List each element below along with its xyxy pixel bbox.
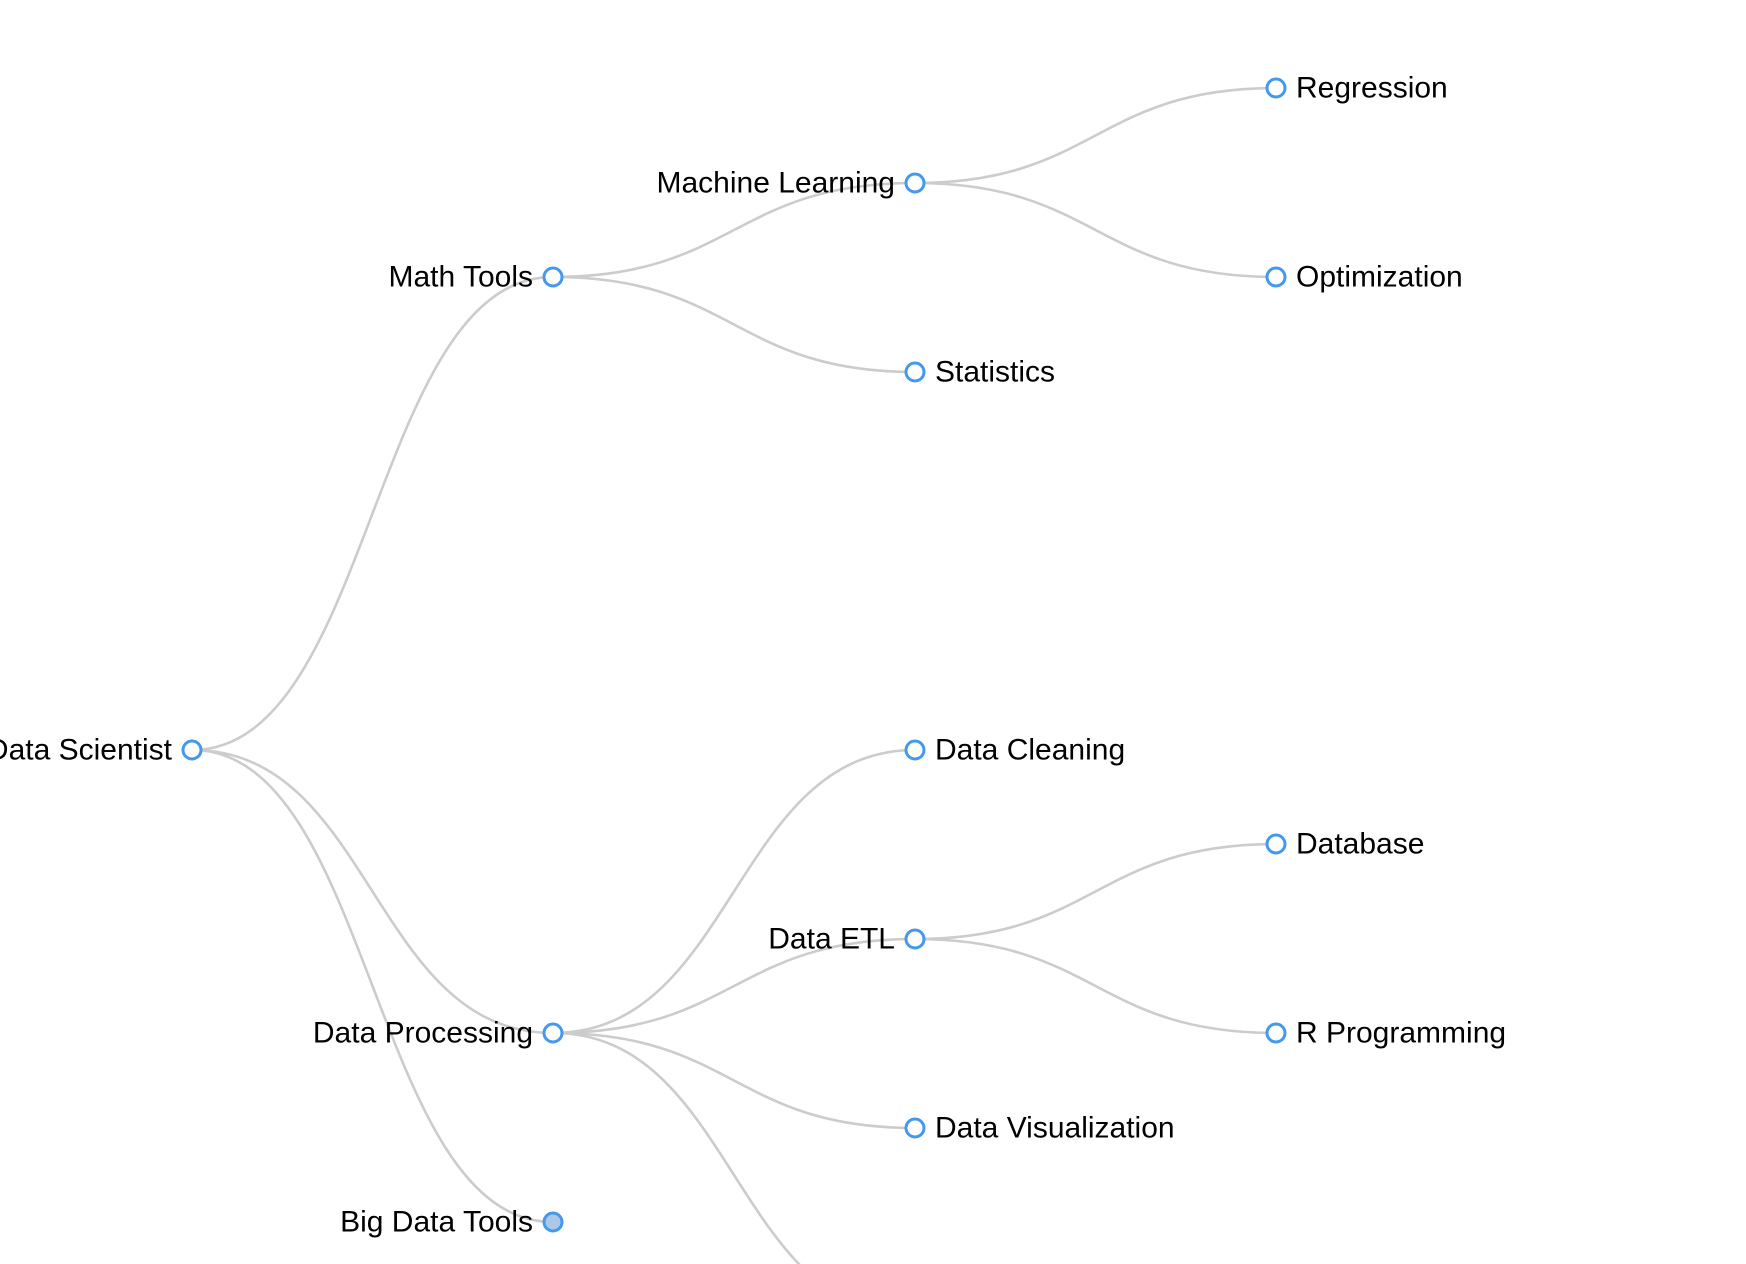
node-circle-icon[interactable] — [542, 1022, 564, 1044]
node-label: Database — [1296, 828, 1424, 861]
tree-node-statistics[interactable]: Statistics — [904, 356, 1055, 389]
tree-node-etl[interactable]: Data ETL — [768, 923, 926, 956]
link-dataproc-dataviz — [552, 1031, 916, 1130]
links-layer — [191, 86, 1277, 1264]
link-etl-rprog — [914, 937, 1277, 1035]
link-root-dataproc — [191, 748, 554, 1035]
node-circle-icon[interactable] — [1265, 77, 1287, 99]
node-label: R Programming — [1296, 1017, 1506, 1050]
node-label: Optimization — [1296, 261, 1463, 294]
link-etl-database — [914, 842, 1277, 941]
link-dataproc-cleaning — [552, 748, 916, 1035]
node-label: Data Visualization — [935, 1112, 1175, 1145]
node-circle-icon[interactable] — [542, 266, 564, 288]
node-circle-icon[interactable] — [904, 361, 926, 383]
node-circle-icon[interactable] — [904, 928, 926, 950]
node-circle-icon[interactable] — [904, 172, 926, 194]
node-circle-icon[interactable] — [1265, 1022, 1287, 1044]
node-label: Data Scientist — [0, 734, 173, 767]
node-circle-icon[interactable] — [1265, 833, 1287, 855]
node-label: Data ETL — [768, 923, 895, 956]
node-label: Machine Learning — [657, 167, 896, 200]
tree-node-database[interactable]: Database — [1265, 828, 1424, 861]
link-dataproc-offscreen — [552, 1031, 801, 1264]
link-math-ml — [552, 181, 916, 279]
link-root-math — [191, 275, 554, 752]
node-label: Data Cleaning — [935, 734, 1125, 767]
link-root-bigdata — [191, 748, 554, 1224]
node-circle-icon[interactable] — [904, 1117, 926, 1139]
link-ml-optimization — [914, 181, 1277, 279]
node-label: Statistics — [935, 356, 1055, 389]
tree-node-math[interactable]: Math Tools — [388, 261, 564, 294]
collapsed-node-icon[interactable] — [542, 1211, 564, 1233]
nodes-layer: Data Scientist Math Tools Machine Learning… — [0, 72, 1506, 1239]
tree-node-rprog[interactable]: R Programming — [1265, 1017, 1506, 1050]
link-ml-regression — [914, 86, 1277, 185]
tree-node-bigdata[interactable]: Big Data Tools — [340, 1206, 564, 1239]
tree-node-cleaning[interactable]: Data Cleaning — [904, 734, 1125, 767]
tree-node-regression[interactable]: Regression — [1265, 72, 1448, 105]
tree-node-dataproc[interactable]: Data Processing — [313, 1017, 564, 1050]
link-dataproc-etl — [552, 937, 916, 1035]
node-label: Data Processing — [313, 1017, 533, 1050]
node-circle-icon[interactable] — [1265, 266, 1287, 288]
tree-node-dataviz[interactable]: Data Visualization — [904, 1112, 1175, 1145]
node-label: Math Tools — [388, 261, 533, 294]
tree-node-optimization[interactable]: Optimization — [1265, 261, 1463, 294]
node-circle-icon[interactable] — [181, 739, 203, 761]
link-math-statistics — [552, 275, 916, 374]
tree-node-root[interactable]: Data Scientist — [0, 734, 203, 767]
node-label: Regression — [1296, 72, 1448, 105]
node-circle-icon[interactable] — [904, 739, 926, 761]
node-label: Big Data Tools — [340, 1206, 533, 1239]
tree-node-ml[interactable]: Machine Learning — [657, 167, 926, 200]
